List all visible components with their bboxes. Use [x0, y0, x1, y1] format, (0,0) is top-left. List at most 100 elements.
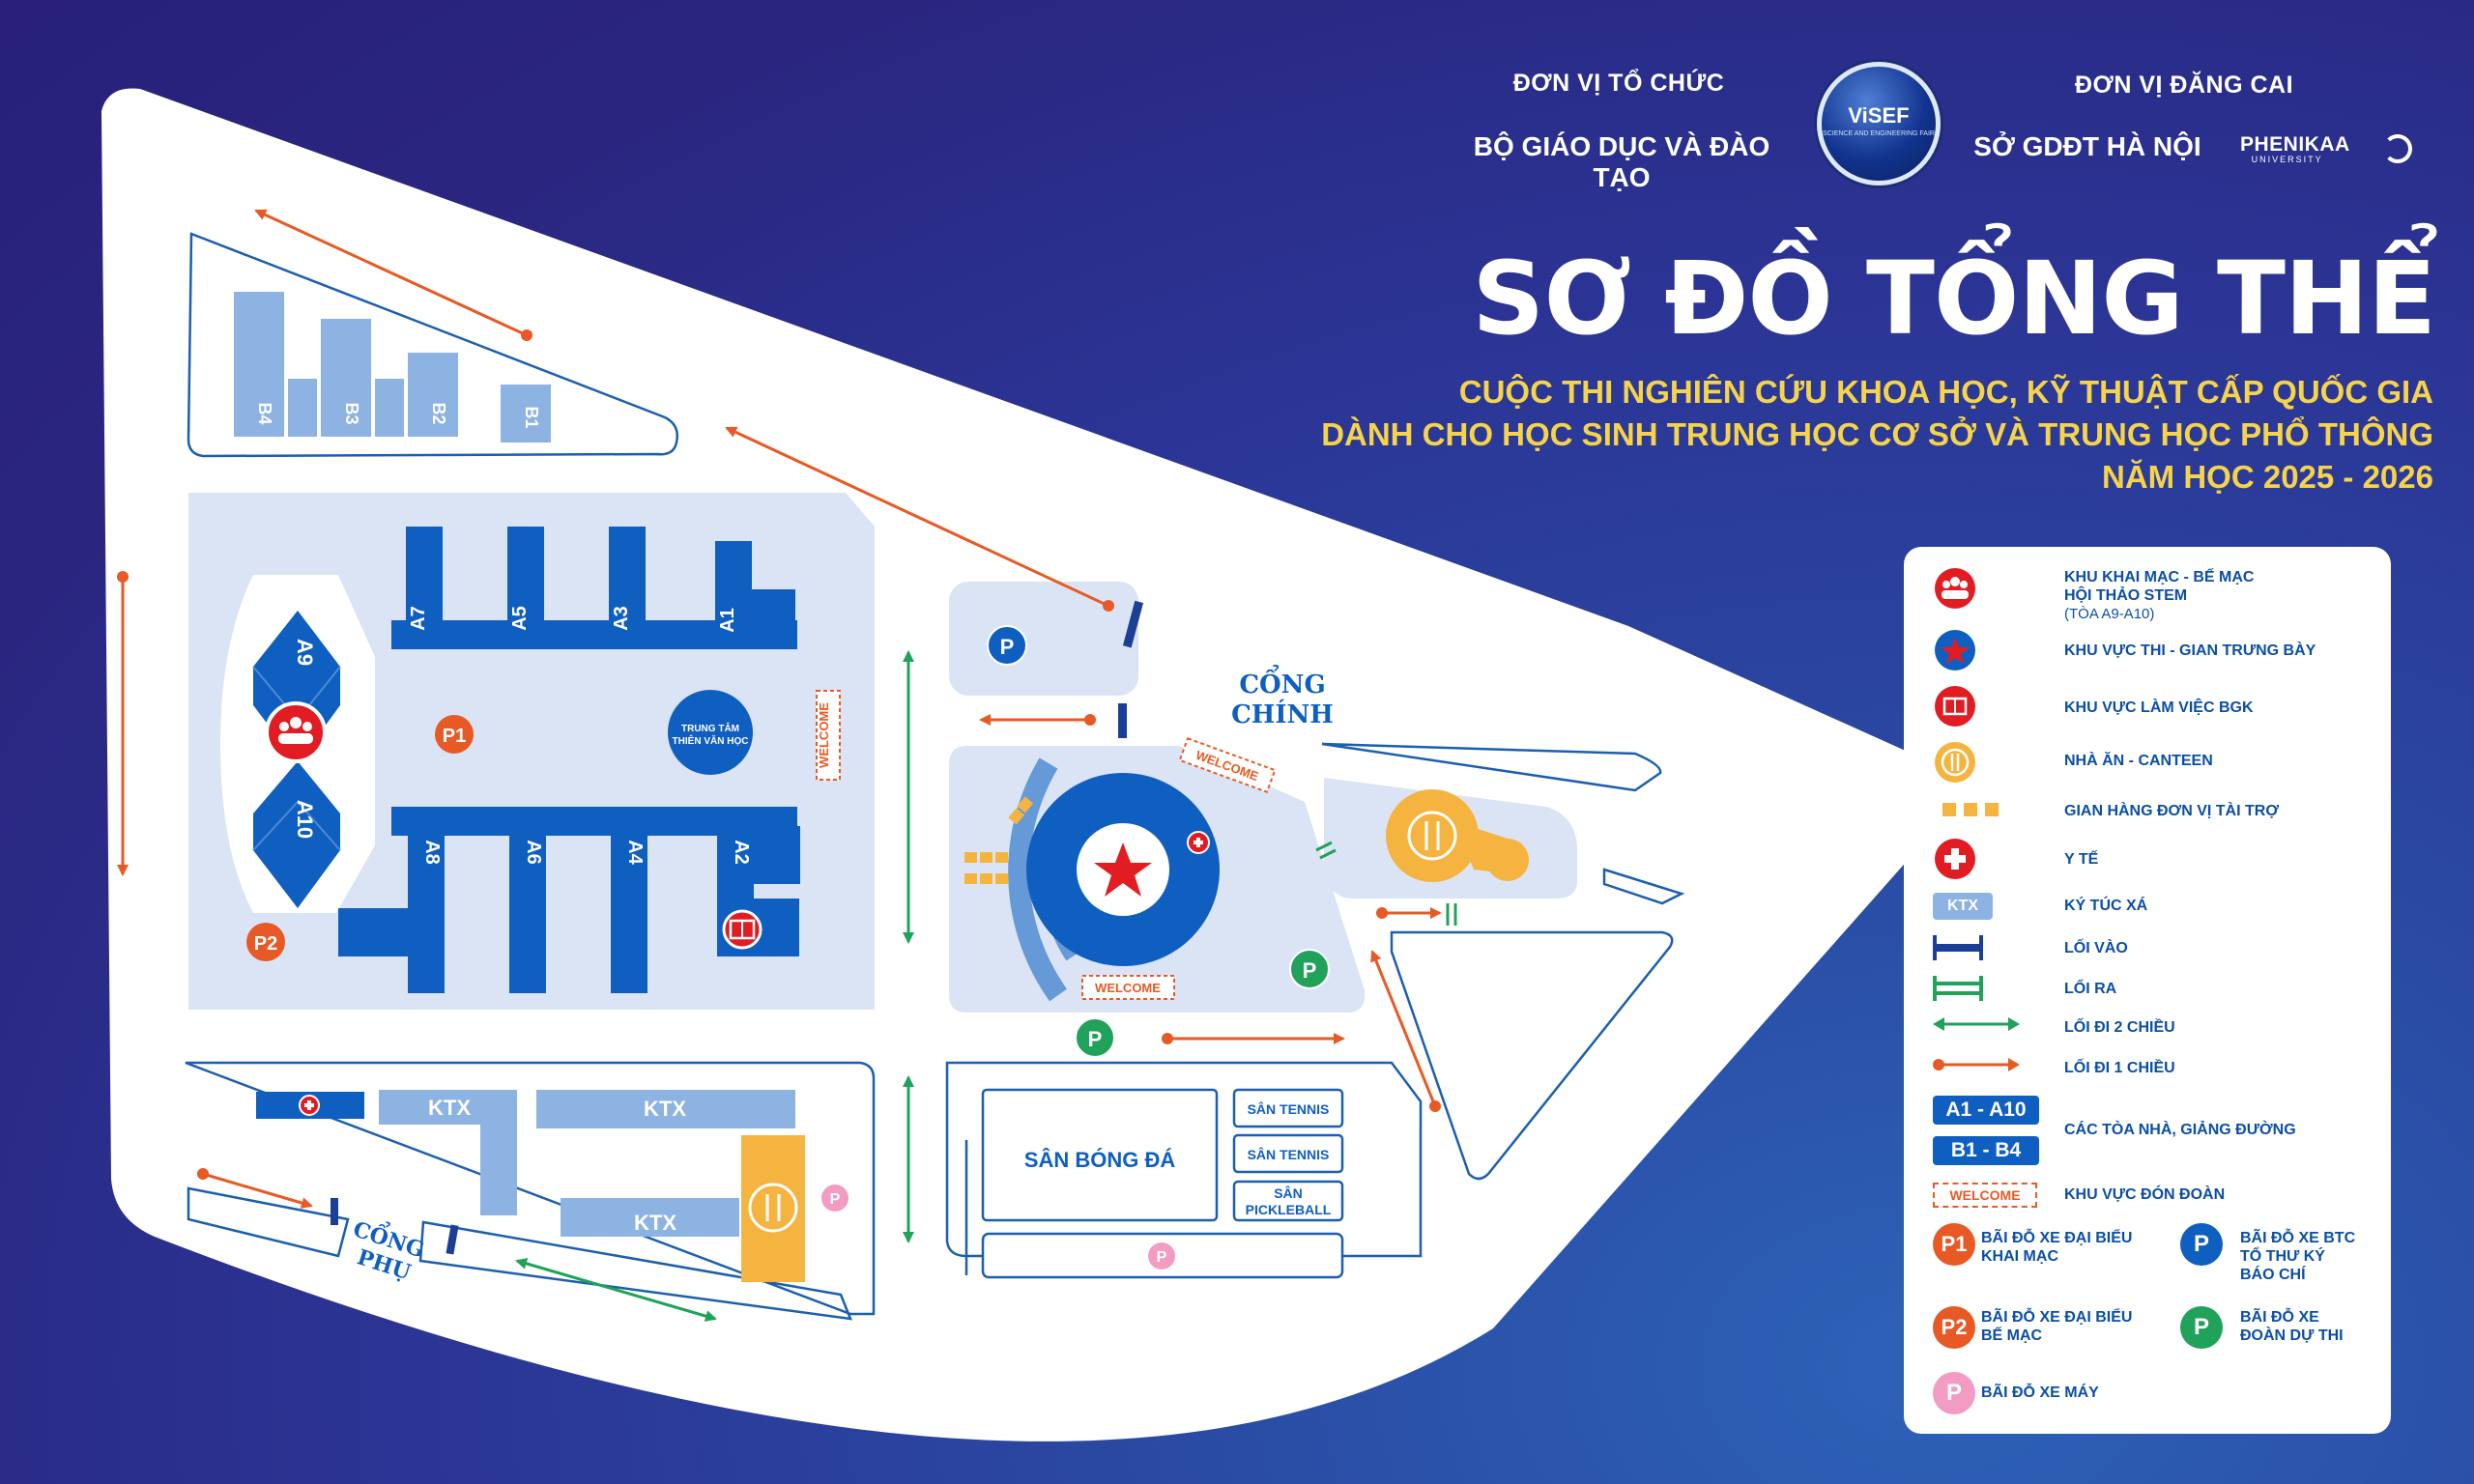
svg-text:P: P [1088, 1027, 1103, 1051]
building-a2-label: A2 [731, 840, 752, 865]
parking-team-1: P [1289, 949, 1330, 989]
legend-btc: BÃI ĐỖ XE BTC TỔ THƯ KÝ BÁO CHÍ [2240, 1229, 2355, 1284]
entrance-icon [1933, 935, 1983, 960]
canteen-south [741, 1135, 805, 1282]
building-a8-label: A8 [421, 840, 443, 865]
building-b1-label: B1 [522, 406, 541, 428]
phenikaa-logo-subtext: UNIVERSITY [2251, 155, 2323, 164]
svg-text:P1: P1 [443, 726, 466, 747]
legend-team-line-2: ĐOÀN DỰ THI [2240, 1327, 2344, 1344]
visef-logo-subtext: SCIENCE AND ENGINEERING FAIR [1823, 130, 1935, 137]
svg-text:P: P [830, 1191, 841, 1208]
hall-a9-label: A9 [293, 639, 317, 666]
phenikaa-logo: PHENIKAA UNIVERSITY [2240, 133, 2412, 164]
dorm-label-3: KTX [634, 1211, 676, 1235]
judges-icon [1935, 686, 1975, 727]
svg-text:P: P [1000, 635, 1015, 659]
legend-p2-badge: P2 [1933, 1306, 1975, 1349]
legend-p2-line-2: BẾ MẠC [1981, 1327, 2043, 1344]
subtitle-line-3: NĂM HỌC 2025 - 2026 [2102, 459, 2433, 495]
welcome-label: WELCOME [1095, 981, 1161, 995]
legend-exit: LỐI RA [2064, 981, 2117, 997]
legend-p1-line-2: KHAI MẠC [1981, 1248, 2058, 1265]
legend-p1: BÃI ĐỖ XE ĐẠI BIỂU KHAI MẠC [1981, 1229, 2132, 1266]
dorm-label-1: KTX [428, 1096, 471, 1120]
building-a5-label: A5 [509, 606, 531, 631]
exhibition-arc-outer [1008, 757, 1067, 1002]
legend-dorm: KÝ TÚC XÁ [2064, 898, 2148, 914]
buildings-a-top [391, 527, 797, 649]
buildings-a-bottom [338, 807, 800, 993]
canteen-icon-south [748, 1183, 798, 1233]
legend-team-badge: P [2180, 1306, 2223, 1349]
organizer-caption: ĐƠN VỊ TỔ CHỨC [1512, 70, 1725, 97]
canteen-icon [1935, 742, 1975, 783]
host-caption: ĐƠN VỊ ĐĂNG CAI [2074, 71, 2294, 99]
building-a6-label: A6 [523, 840, 544, 865]
tennis-court-2 [1232, 1133, 1344, 1174]
parking-team-2: P [1075, 1017, 1115, 1058]
organizer-name: BỘ GIÁO DỤC VÀ ĐÀO TẠO [1473, 131, 1770, 192]
dorm-label-2: KTX [644, 1097, 686, 1121]
two-way-arrows [515, 650, 914, 1322]
entrances [331, 600, 1144, 1255]
hall-a10 [253, 761, 340, 908]
legend-exhibition: KHU VỰC THI - GIAN TRƯNG BÀY [2064, 642, 2316, 659]
welcome-sign-vertical: WELCOME [816, 690, 841, 781]
page-subtitle: CUỘC THI NGHIÊN CỨU KHOA HỌC, KỸ THUẬT C… [1321, 371, 2433, 499]
legend-team-line-1: BÃI ĐỖ XE [2240, 1309, 2319, 1326]
canteen-building [1386, 789, 1529, 882]
dorm-buildings [379, 1090, 795, 1237]
legend-btc-badge: P [2180, 1223, 2223, 1266]
main-gate-label-1: CỔNG [1239, 664, 1325, 699]
building-b2-label: B2 [429, 402, 448, 424]
legend-p2-line-1: BÃI ĐỖ XE ĐẠI BIỂU [1981, 1309, 2133, 1326]
two-way-arrow-icon [1933, 1017, 2020, 1031]
welcome-label: WELCOME [817, 702, 831, 768]
pickleball-label-2: PICKLEBALL [1246, 1202, 1332, 1217]
subtitle-line-1: CUỘC THI NGHIÊN CỨU KHOA HỌC, KỸ THUẬT C… [1458, 374, 2433, 410]
legend-ceremony-line-1: KHU KHAI MẠC - BẾ MẠC [2064, 569, 2255, 585]
legend-welcome-badge: WELCOME [1933, 1183, 2037, 1208]
parking-p2: P2 [246, 923, 285, 961]
parking-moto-1: P [821, 1184, 849, 1212]
building-a3-label: A3 [611, 606, 632, 631]
judges-icon [722, 909, 762, 950]
legend-p2: BÃI ĐỖ XE ĐẠI BIỂU BẾ MẠC [1981, 1308, 2132, 1345]
legend-ceremony-line-2: HỘI THẢO STEM [2064, 587, 2188, 604]
sponsor-booths [964, 796, 1034, 884]
medical-icon-south [299, 1095, 320, 1116]
hall-a10-label: A10 [293, 800, 317, 839]
building-a7-label: A7 [408, 606, 429, 631]
football-label: SÂN BÓNG ĐÁ [1024, 1148, 1176, 1172]
visef-logo: ViSEF SCIENCE AND ENGINEERING FAIR [1817, 62, 1941, 186]
legend-moto-badge: P [1933, 1372, 1975, 1414]
subtitle-line-2: DÀNH CHO HỌC SINH TRUNG HỌC CƠ SỞ VÀ TRU… [1321, 416, 2433, 452]
legend-moto: BÃI ĐỖ XE MÁY [1981, 1384, 2099, 1401]
svg-text:P2: P2 [254, 933, 277, 955]
one-way-arrow-icon [1933, 1058, 2020, 1071]
phenikaa-ring-icon [2383, 134, 2412, 163]
pickleball-court [1232, 1180, 1344, 1222]
building-b3-label: B3 [342, 402, 361, 424]
legend-ceremony-note: (TÒA A9-A10) [2064, 606, 2155, 622]
zone-p-top [949, 582, 1138, 696]
observatory-label-2: THIÊN VĂN HỌC [673, 734, 749, 747]
welcome-sign-exhibition: WELCOME [1081, 975, 1175, 1000]
pickleball-label-1: SÂN [1274, 1184, 1303, 1201]
football-field [981, 1088, 1219, 1222]
sponsor-booth-icon [1942, 803, 1999, 816]
host-name: SỞ GDĐT HÀ NỘI [1973, 131, 2201, 161]
main-gate-label-2: CHÍNH [1231, 699, 1334, 729]
parking-p1: P1 [435, 715, 474, 754]
ceremony-icon [265, 701, 327, 763]
observatory-label-1: TRUNG TÂM [681, 722, 739, 734]
legend-canteen: NHÀ ĂN - CANTEEN [2064, 753, 2213, 769]
building-a4-label: A4 [624, 840, 646, 865]
legend-btc-line-3: BÁO CHÍ [2240, 1267, 2306, 1283]
medical-icon-exhibition [1187, 831, 1210, 854]
legend-ceremony: KHU KHAI MẠC - BẾ MẠC HỘI THẢO STEM (TÒA… [2064, 568, 2254, 623]
phenikaa-logo-text: PHENIKAA [2240, 133, 2350, 156]
building-a1-label: A1 [717, 608, 738, 633]
